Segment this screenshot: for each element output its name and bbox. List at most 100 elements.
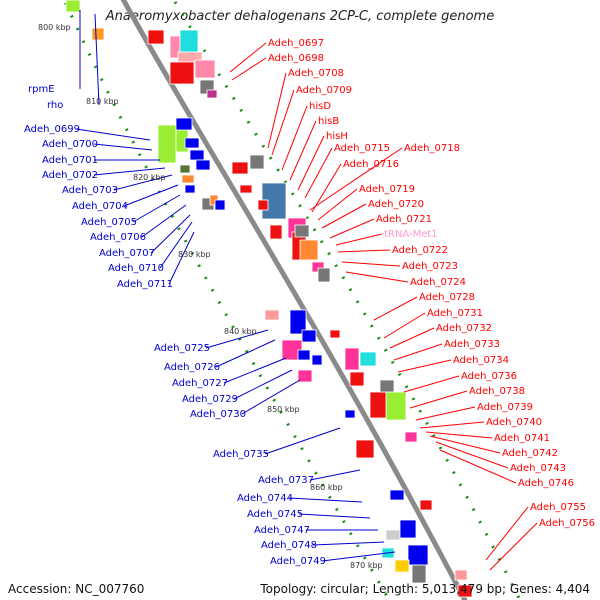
label-leader-line [205, 329, 269, 349]
label-leader-line [93, 167, 166, 176]
kbp-tick-label: 820 kbp [133, 173, 166, 182]
label-leader-line [393, 343, 443, 361]
gene-label: Adeh_0731 [427, 308, 483, 319]
gene-feature-block [179, 164, 191, 174]
kbp-tick-label: 870 kbp [350, 561, 383, 570]
label-leader-line [435, 441, 509, 469]
label-leader-line [389, 327, 435, 349]
gene-feature-block [454, 569, 468, 581]
label-leader-line [168, 231, 195, 285]
gene-feature-block [195, 159, 211, 171]
gene-label: Adeh_0723 [402, 261, 458, 272]
gene-feature-block [189, 149, 205, 161]
label-leader-line [233, 369, 293, 400]
label-leader-line [150, 214, 191, 254]
gene-label: Adeh_0732 [436, 323, 492, 334]
gene-feature-block [231, 161, 249, 175]
gene-label: Adeh_0748 [261, 540, 317, 551]
gene-label: Adeh_0729 [182, 394, 238, 405]
label-leader-line [271, 89, 295, 156]
gene-feature-block [344, 409, 356, 419]
kbp-tick-label: 850 kbp [267, 405, 300, 414]
label-leader-line [429, 435, 501, 454]
label-leader-line [298, 513, 371, 519]
label-leader-line [345, 271, 409, 283]
gene-label: Adeh_0707 [99, 248, 155, 259]
kbp-tick-label: 860 kbp [310, 483, 343, 492]
label-leader-line [141, 204, 187, 238]
gene-feature-block [169, 61, 195, 85]
gene-label: Adeh_0705 [81, 217, 137, 228]
label-leader-line [231, 57, 267, 81]
topology-text: Topology: circular; Length: 5,013,479 bp… [260, 582, 590, 596]
label-leader-line [409, 390, 468, 409]
gene-feature-block [184, 137, 200, 149]
label-leader-line [267, 72, 287, 149]
gene-feature-block [269, 224, 283, 240]
gene-feature-block [264, 309, 280, 321]
gene-feature-block [294, 224, 310, 238]
gene-feature-block [344, 347, 360, 371]
gene-feature-block [399, 519, 417, 539]
gene-feature-block [175, 117, 193, 131]
gene-label: Adeh_0697 [268, 38, 324, 49]
label-leader-line [123, 184, 179, 207]
gene-label: Adeh_0708 [288, 68, 344, 79]
gene-feature-block [404, 431, 418, 443]
label-leader-line [425, 431, 493, 439]
gene-feature-block [297, 369, 313, 383]
label-leader-line [75, 128, 151, 141]
gene-feature-block [394, 559, 410, 573]
gene-label: Adeh_0756 [539, 518, 595, 529]
gene-label: Adeh_0727 [172, 378, 228, 389]
label-leader-line [341, 261, 401, 267]
gene-feature-block [419, 499, 433, 511]
label-leader-line [132, 194, 181, 223]
kbp-tick-label: 840 kbp [224, 327, 257, 336]
inner-dotted-ruler [62, 0, 391, 600]
label-leader-line [304, 147, 333, 199]
gene-feature-block [297, 349, 311, 361]
gene-label: Adeh_0701 [42, 155, 98, 166]
label-leader-line [403, 375, 460, 393]
gene-label: Adeh_0735 [213, 449, 269, 460]
gene-feature-block [349, 371, 365, 387]
gene-feature-block [379, 379, 395, 393]
gene-label: Adeh_0709 [296, 85, 352, 96]
gene-feature-block [311, 354, 323, 366]
kbp-tick-label: 810 kbp [86, 97, 119, 106]
label-leader-line [113, 174, 173, 191]
gene-label: hisH [326, 131, 348, 142]
gene-feature-block [299, 239, 319, 261]
gene-feature-block [194, 59, 216, 79]
kbp-tick-label: 830 kbp [178, 250, 211, 259]
gene-label: Adeh_0742 [502, 448, 558, 459]
gene-feature-block [65, 0, 81, 13]
label-leader-line [373, 296, 418, 321]
gene-feature-block [214, 199, 226, 211]
gene-feature-block [385, 529, 401, 541]
gene-label: Adeh_0740 [486, 417, 542, 428]
label-leader-line [94, 13, 100, 106]
label-leader-lines [75, 10, 538, 571]
gene-label: Adeh_0722 [392, 245, 448, 256]
gene-label: Adeh_0715 [334, 143, 390, 154]
label-leader-line [309, 147, 403, 211]
gene-feature-block [184, 184, 196, 194]
gene-label: Adeh_0747 [254, 525, 310, 536]
label-leader-line [93, 143, 153, 151]
gene-feature-block [239, 184, 253, 194]
gene-feature-block [407, 544, 429, 566]
gene-feature-block [457, 584, 473, 598]
gene-feature-block [249, 154, 265, 170]
gene-feature-block [359, 351, 377, 367]
gene-label: Adeh_0719 [359, 184, 415, 195]
label-leader-line [415, 406, 476, 421]
gene-feature-block [181, 174, 195, 184]
gene-feature-block [91, 27, 105, 41]
gene-label: rho [47, 100, 63, 111]
gene-label: Adeh_0716 [343, 159, 399, 170]
label-leader-line [159, 221, 193, 269]
gene-label: Adeh_0724 [410, 277, 466, 288]
